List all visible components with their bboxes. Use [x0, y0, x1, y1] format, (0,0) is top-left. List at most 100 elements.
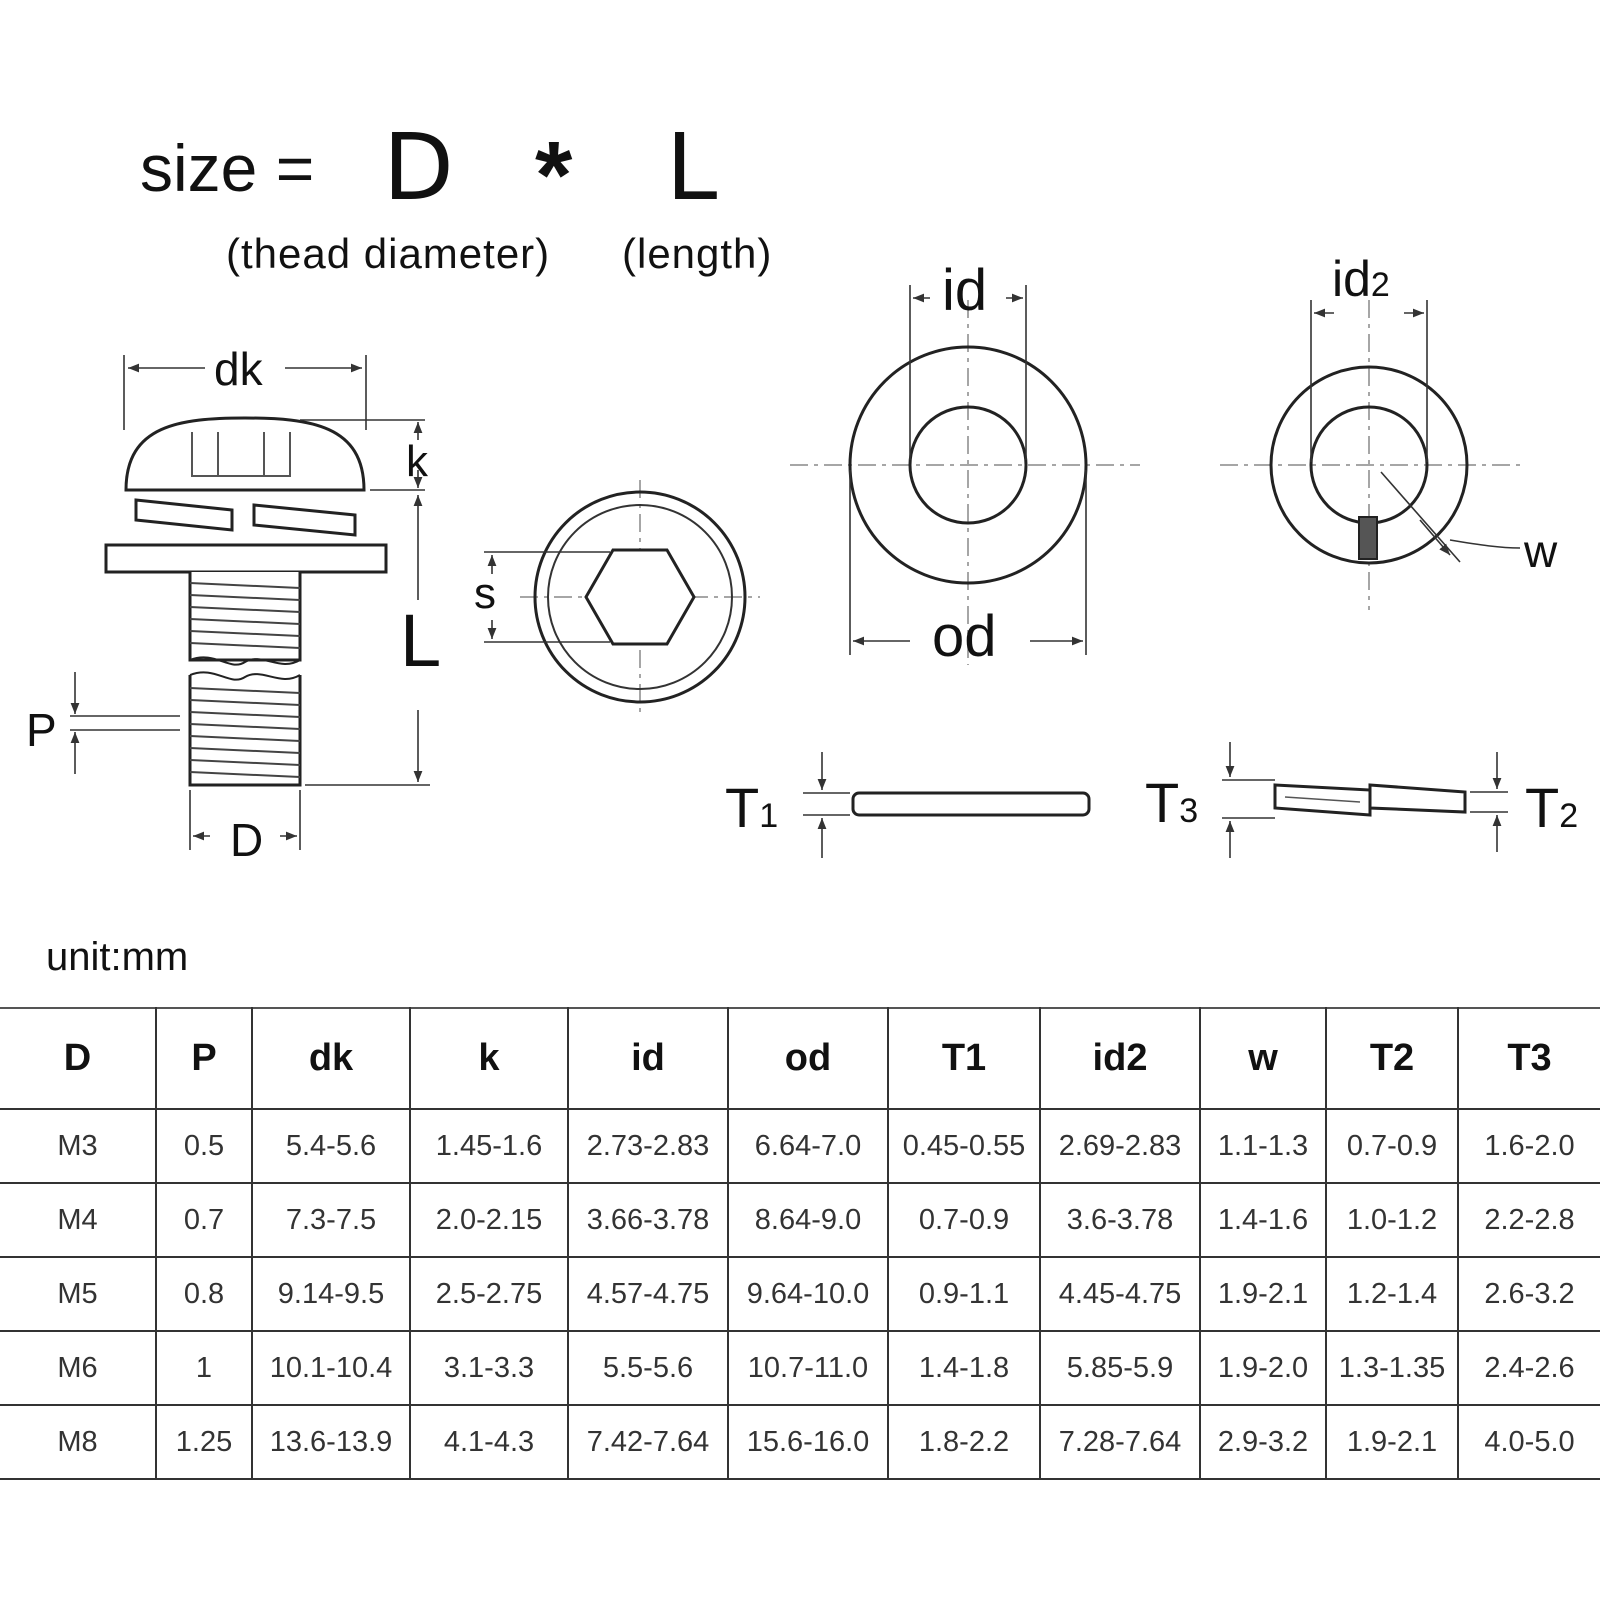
t3-main: T [1145, 771, 1180, 834]
table-cell: 1.2-1.4 [1325, 1256, 1459, 1332]
table-header: id [567, 1007, 729, 1110]
table-cell: 1.45-1.6 [409, 1108, 569, 1184]
table-cell: 2.9-3.2 [1199, 1404, 1327, 1480]
table-cell: 0.8 [155, 1256, 253, 1332]
spring-washer-side-view [1222, 742, 1508, 858]
dim-label-t1: T1 [725, 780, 778, 836]
spring-washer-top-view [1220, 300, 1521, 610]
table-cell: 2.0-2.15 [409, 1182, 569, 1258]
table-cell: 2.5-2.75 [409, 1256, 569, 1332]
table-cell: 0.9-1.1 [887, 1256, 1041, 1332]
dim-label-s: s [474, 569, 496, 618]
table-cell: 2.2-2.8 [1457, 1182, 1600, 1258]
flat-washer-side-view [803, 752, 1091, 858]
table-header: dk [251, 1007, 411, 1110]
table-cell: 1.9-2.0 [1199, 1330, 1327, 1406]
length-note: (length) [622, 230, 773, 277]
table-cell: 1.4-1.6 [1199, 1182, 1327, 1258]
table-cell: 3.66-3.78 [567, 1182, 729, 1258]
table-cell: 0.7 [155, 1182, 253, 1258]
table-cell: 1.1-1.3 [1199, 1108, 1327, 1184]
dim-label-id: id [942, 258, 988, 323]
dim-label-t2: T2 [1525, 780, 1578, 836]
table-header: T3 [1457, 1007, 1600, 1110]
table-cell: 1.25 [155, 1404, 253, 1480]
table-cell: 1 [155, 1330, 253, 1406]
table-cell: M4 [0, 1182, 157, 1258]
table-cell: 0.5 [155, 1108, 253, 1184]
table-cell: 13.6-13.9 [251, 1404, 411, 1480]
table-cell: 10.7-11.0 [727, 1330, 889, 1406]
screw-washer-diagram [70, 285, 1521, 858]
table-cell: 1.9-2.1 [1199, 1256, 1327, 1332]
table-cell: M8 [0, 1404, 157, 1480]
table-cell: 7.42-7.64 [567, 1404, 729, 1480]
table-cell: 1.4-1.8 [887, 1330, 1041, 1406]
table-cell: 4.1-4.3 [409, 1404, 569, 1480]
table-cell: 4.57-4.75 [567, 1256, 729, 1332]
table-cell: 1.8-2.2 [887, 1404, 1041, 1480]
dim-label-p: P [26, 704, 57, 756]
table-header: P [155, 1007, 253, 1110]
thread-diameter-note: (thead diameter) [226, 230, 551, 277]
t3-sub: 3 [1179, 792, 1199, 830]
screw-dimensions [70, 355, 430, 850]
table-cell: 0.45-0.55 [887, 1108, 1041, 1184]
table-cell: 3.1-3.3 [409, 1330, 569, 1406]
thread-lines [189, 582, 301, 778]
table-cell: 10.1-10.4 [251, 1330, 411, 1406]
dim-label-od: od [932, 604, 997, 669]
t2-sub: 2 [1559, 797, 1579, 835]
table-cell: M5 [0, 1256, 157, 1332]
id2-sub: 2 [1370, 266, 1390, 304]
table-cell: 8.64-9.0 [727, 1182, 889, 1258]
table-cell: 9.64-10.0 [727, 1256, 889, 1332]
table-cell: 2.4-2.6 [1457, 1330, 1600, 1406]
formula-star: * [535, 122, 573, 229]
table-cell: 5.5-5.6 [567, 1330, 729, 1406]
screw-top-view [484, 480, 760, 715]
table-cell: 3.6-3.78 [1039, 1182, 1201, 1258]
table-cell: 5.85-5.9 [1039, 1330, 1201, 1406]
table-cell: 0.7-0.9 [1325, 1108, 1459, 1184]
table-cell: M3 [0, 1108, 157, 1184]
dim-label-w: w [1524, 525, 1558, 577]
dim-label-dk: dk [214, 343, 263, 395]
t1-sub: 1 [759, 797, 779, 835]
t2-main: T [1525, 776, 1560, 839]
table-cell: 1.9-2.1 [1325, 1404, 1459, 1480]
table-header: T2 [1325, 1007, 1459, 1110]
table-cell: M6 [0, 1330, 157, 1406]
table-cell: 5.4-5.6 [251, 1108, 411, 1184]
table-cell: 7.28-7.64 [1039, 1404, 1201, 1480]
table-header: od [727, 1007, 889, 1110]
table-cell: 7.3-7.5 [251, 1182, 411, 1258]
dim-label-l: L [400, 599, 442, 682]
table-cell: 2.6-3.2 [1457, 1256, 1600, 1332]
table-cell: 2.69-2.83 [1039, 1108, 1201, 1184]
table-header: id2 [1039, 1007, 1201, 1110]
table-cell: 6.64-7.0 [727, 1108, 889, 1184]
dim-label-k: k [406, 437, 428, 486]
table-cell: 0.7-0.9 [887, 1182, 1041, 1258]
formula-d: D [383, 114, 454, 221]
table-cell: 1.3-1.35 [1325, 1330, 1459, 1406]
formula-l: L [666, 114, 718, 221]
table-cell: 9.14-9.5 [251, 1256, 411, 1332]
table-cell: 1.0-1.2 [1325, 1182, 1459, 1258]
table-header: T1 [887, 1007, 1041, 1110]
table-cell: 4.0-5.0 [1457, 1404, 1600, 1480]
screw-side-view [104, 416, 388, 787]
table-header: k [409, 1007, 569, 1110]
table-cell: 4.45-4.75 [1039, 1256, 1201, 1332]
table-header: w [1199, 1007, 1327, 1110]
table-header: D [0, 1007, 157, 1110]
table-cell: 2.73-2.83 [567, 1108, 729, 1184]
